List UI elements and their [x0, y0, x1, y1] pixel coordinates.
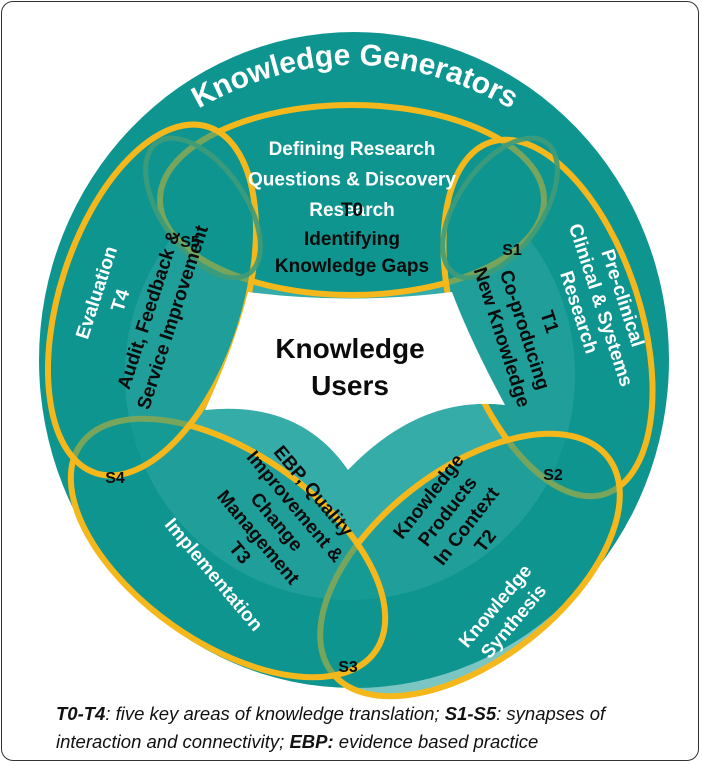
center-label: Users: [311, 370, 389, 401]
knowledge-translation-diagram: Knowledge Generators Defining Research Q…: [39, 32, 669, 700]
synapse-s4: S4: [105, 470, 125, 487]
caption-text: : five key areas of knowledge translatio…: [105, 703, 445, 724]
t0-label: Questions & Discovery: [248, 169, 456, 190]
t0-label: Research: [309, 200, 395, 221]
synapse-s5: S5: [180, 234, 200, 251]
synapse-s3: S3: [338, 659, 358, 676]
t0-sub: Knowledge Gaps: [275, 256, 429, 277]
caption-s-label: S1-S5: [444, 703, 497, 724]
caption-t-label: T0-T4: [56, 703, 106, 724]
synapse-s2: S2: [543, 467, 563, 484]
t0-code: T0: [341, 200, 363, 221]
knowledge-users-center: [205, 292, 505, 470]
caption-ebp-label: EBP:: [289, 731, 334, 752]
t0-label: Defining Research: [269, 139, 436, 160]
t0-sub: Identifying: [304, 229, 400, 250]
synapse-s1: S1: [502, 242, 522, 259]
center-label: Knowledge: [275, 333, 424, 364]
caption-text: evidence based practice: [333, 731, 539, 752]
figure-caption: T0-T4: five key areas of knowledge trans…: [56, 700, 676, 756]
caption-text: : synapses of interaction and connectivi…: [56, 703, 606, 752]
